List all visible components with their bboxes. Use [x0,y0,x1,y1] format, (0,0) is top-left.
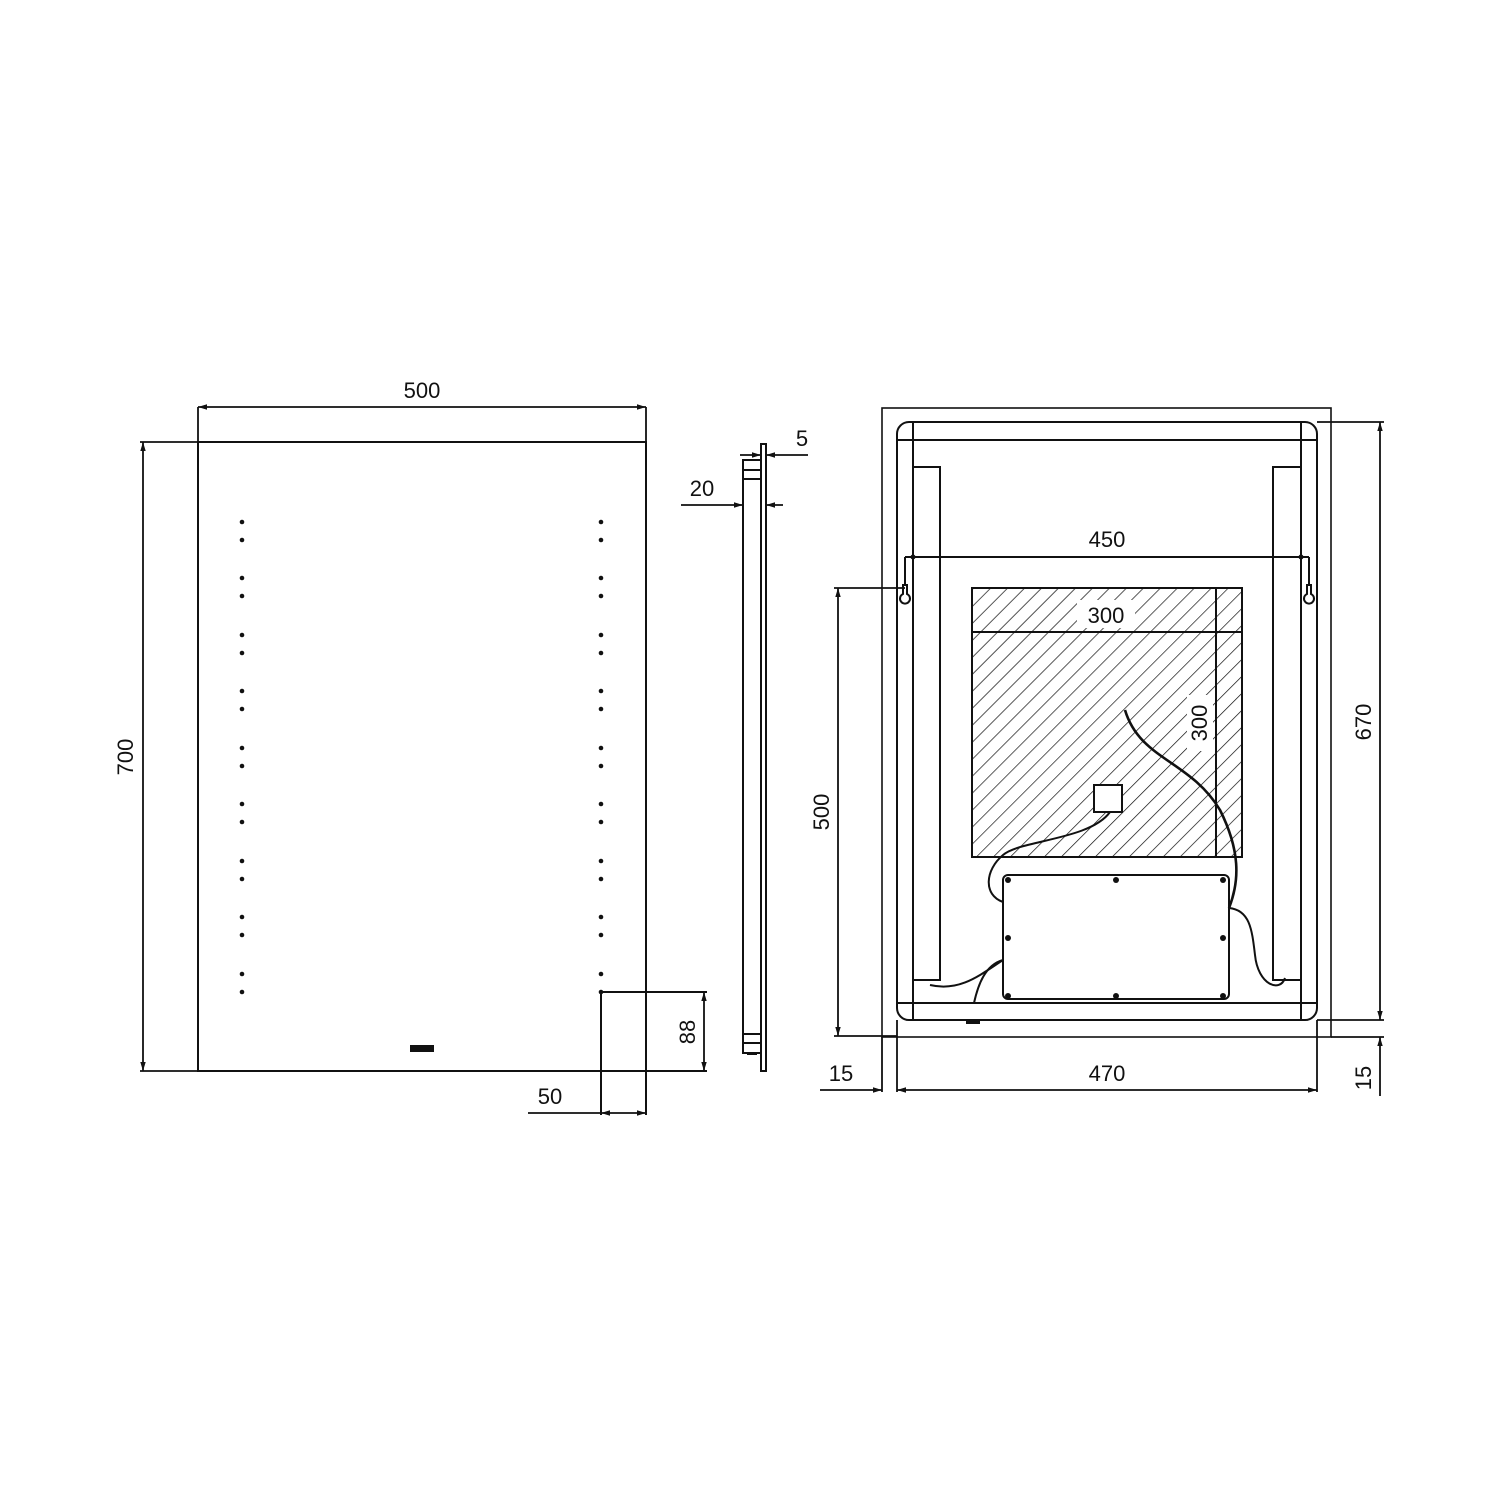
label-bg [1077,600,1135,628]
label-bg [1187,695,1213,751]
hatched-height-label: 300 [1187,705,1212,742]
keyhole-hanger-right-icon [1303,557,1315,605]
front-width-label: 500 [404,378,441,403]
front-view: 500 700 [113,378,707,1116]
mirror-front-outline [197,441,647,1072]
led-dots-left [239,519,245,995]
hanger-spacing-label: 450 [1089,527,1126,552]
rear-frame [896,421,1318,1021]
cable [1228,907,1286,987]
left-inset-label: 15 [829,1061,853,1086]
frame-profile [742,459,762,1054]
frame-foot [747,1052,757,1055]
frame-depth-label: 20 [690,476,714,501]
keyhole-hanger-left-icon [899,557,911,605]
frame-width-label: 470 [1089,1061,1126,1086]
led-strip-right [1272,466,1302,981]
front-height-label: 700 [113,739,138,776]
sensor-connector [966,1020,980,1024]
cable [1123,709,1238,909]
bottom-inset-label: 15 [1351,1066,1376,1090]
sensor-offset-label: 50 [538,1084,562,1109]
touch-sensor-icon [410,1045,434,1052]
rear-view: 450 300 300 [809,407,1384,1096]
frame-height-label: 670 [1351,704,1376,741]
mirror-rear-outline [881,407,1332,1038]
cable [973,959,1004,1004]
side-view: 5 20 [681,426,808,1072]
led-strip-left [912,466,941,981]
led-driver-box [1002,874,1230,1000]
switch-box [1093,784,1123,813]
cable [929,959,1004,988]
driver-screws [1005,877,1226,999]
cable [987,811,1111,903]
hanger-height-label: 500 [809,794,834,831]
hatched-width-label: 300 [1088,603,1125,628]
glass-thickness-label: 5 [796,426,808,451]
led-dots-right [598,519,604,995]
sensor-height-label: 88 [675,1020,700,1044]
